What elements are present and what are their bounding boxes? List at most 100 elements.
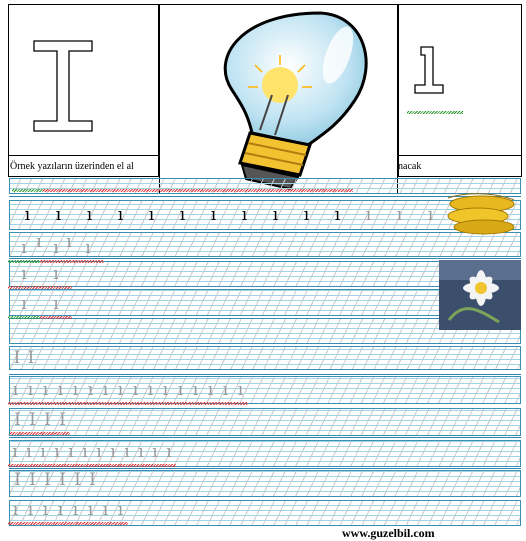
letter-trace: ı — [38, 502, 53, 525]
lightbulb-icon — [223, 11, 368, 191]
letter-trace: ı — [92, 444, 106, 467]
instruction-box-right — [398, 156, 522, 177]
letter-trace: ı — [203, 382, 218, 405]
letter-trace: ı — [98, 382, 113, 405]
letter-trace: ı — [134, 444, 148, 467]
guide-line — [9, 468, 521, 469]
letter-trace: ı — [8, 502, 23, 525]
letter-trace: ı — [68, 502, 83, 525]
letter-trace: ı — [98, 502, 113, 525]
letter-trace: ı — [396, 205, 403, 225]
letter-trace: ı — [23, 502, 38, 525]
guide-line — [9, 437, 521, 438]
letter-sample: ı — [260, 189, 291, 224]
letter-trace: I — [27, 348, 35, 368]
letter-trace: I — [29, 470, 36, 490]
practice-band — [9, 289, 521, 316]
letter-trace: I — [13, 348, 21, 368]
small-letter-squiggle — [407, 111, 463, 114]
letter-trace: ı — [143, 382, 158, 405]
letter-trace: I — [89, 470, 96, 490]
letter-trace: ı — [40, 296, 72, 319]
row-10: I I I I I I — [10, 472, 100, 489]
letter-sample: ı — [229, 189, 260, 224]
letter-trace: ı — [8, 444, 22, 467]
guide-line — [9, 258, 521, 259]
letter-trace: ı — [120, 444, 134, 467]
letter-trace: ı — [53, 382, 68, 405]
letter-trace: ı — [188, 382, 203, 405]
letter-trace: I — [10, 412, 25, 435]
small-letter-box — [398, 4, 522, 156]
letter-trace: ı — [36, 444, 50, 467]
letter-trace: ı — [148, 444, 162, 467]
letter-sample: ı — [12, 189, 43, 224]
letter-trace: ı — [427, 205, 434, 225]
letter-trace: ı — [53, 502, 68, 525]
letter-trace: I — [59, 470, 66, 490]
small-letter-outline — [414, 46, 444, 94]
flower-icon — [439, 260, 521, 330]
letter-sample: ı — [136, 189, 167, 224]
letter-trace: ı — [8, 296, 40, 319]
row-2: ı ı — [24, 234, 84, 251]
practice-band — [9, 346, 521, 370]
letter-trace: ı — [106, 444, 120, 467]
letter-trace: ı — [40, 240, 72, 263]
letter-trace: ı — [23, 382, 38, 405]
letter-trace: I — [14, 470, 21, 490]
instruction-box — [8, 156, 159, 177]
letter-sample: ı — [291, 189, 322, 224]
practice-band — [9, 200, 521, 230]
letter-trace: ı — [64, 444, 78, 467]
letter-trace: ı — [8, 382, 23, 405]
site-credit[interactable]: www.guzelbil.com — [342, 526, 435, 540]
letter-trace: ı — [78, 444, 92, 467]
guide-line — [9, 196, 521, 197]
letter-trace: ı — [68, 382, 83, 405]
guide-line — [9, 374, 521, 375]
row-1: ı ı ı ı ı ı ı ı ı ı ı ı ı ı — [12, 189, 446, 225]
big-letter-outline — [33, 40, 93, 132]
letter-trace: ı — [113, 382, 128, 405]
instruction-text: Örnek yazıların üzerinden el al — [10, 161, 134, 172]
row-9: ı ı ı ı ı ı ı ı ı ı ı ı — [8, 444, 176, 467]
row-7: ı ı ı ı ı ı ı ı ı ı ı ı ı ı ı ı — [8, 382, 248, 405]
letter-trace: ı — [50, 444, 64, 467]
letter-trace: I — [55, 412, 70, 435]
practice-band — [9, 376, 521, 404]
letter-trace: ı — [83, 382, 98, 405]
corn-icon — [447, 193, 515, 235]
row-3: ı ı ı — [8, 240, 104, 263]
letter-trace: ı — [365, 205, 372, 225]
letter-trace: I — [25, 412, 40, 435]
letter-trace: ı — [162, 444, 176, 467]
practice-band — [9, 408, 521, 436]
letter-sample: ı — [43, 189, 74, 224]
letter-trace: ı — [8, 266, 40, 289]
letter-trace: ı — [158, 382, 173, 405]
lightbulb-box — [159, 4, 398, 194]
practice-band — [9, 470, 521, 497]
big-letter-box — [8, 4, 159, 156]
letter-trace: I — [44, 470, 51, 490]
row-4: ı ı — [8, 266, 72, 289]
letter-trace: ı — [128, 382, 143, 405]
letter-trace: ı — [66, 232, 72, 252]
row-11: ı ı ı ı ı ı ı ı — [8, 502, 128, 525]
row-8: I I I I — [10, 412, 70, 435]
practice-band — [9, 318, 521, 344]
letter-trace: I — [74, 470, 81, 490]
practice-band — [9, 440, 521, 467]
letter-trace: ı — [36, 232, 42, 252]
letter-trace: ı — [72, 240, 104, 263]
letter-trace: ı — [22, 444, 36, 467]
letter-trace: ı — [8, 240, 40, 263]
letter-trace: I — [40, 412, 55, 435]
letter-trace: ı — [83, 502, 98, 525]
practice-band — [9, 500, 521, 526]
letter-sample: ı — [198, 189, 229, 224]
letter-sample: ı — [167, 189, 198, 224]
letter-trace: ı — [40, 266, 72, 289]
row-6: I I — [10, 350, 38, 367]
